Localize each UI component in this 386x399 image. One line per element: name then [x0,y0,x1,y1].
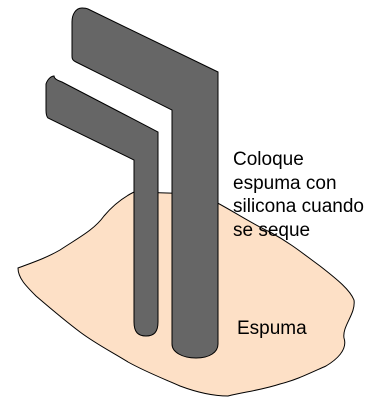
foam-label: Espuma [237,318,307,339]
inner-post-icon [45,75,159,337]
instruction-label: Coloque espuma con silicona cuando se se… [233,149,364,241]
outer-post-icon [71,7,219,359]
